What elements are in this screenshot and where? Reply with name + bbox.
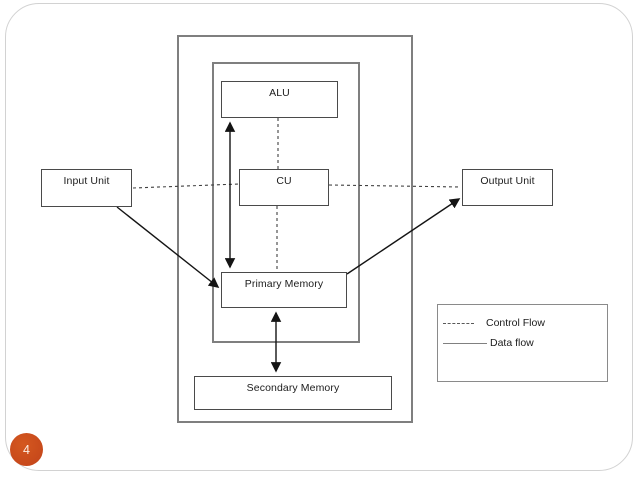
primary-memory-box: Primary Memory — [221, 272, 347, 308]
data-flow-line-swatch — [443, 342, 487, 344]
secondary-memory-box: Secondary Memory — [194, 376, 392, 410]
data-flow-input-unit-to-primary-memory — [116, 206, 220, 288]
control-flow-line-swatch — [443, 322, 474, 324]
alu-box: ALU — [221, 81, 338, 118]
control-flow-cu-to-output-unit — [328, 184, 462, 188]
data-flow-label: Data flow — [490, 337, 534, 349]
legend-row-control-flow: Control Flow — [443, 313, 607, 333]
output-unit-label: Output Unit — [480, 175, 535, 187]
control-flow-input-unit-to-cu — [132, 183, 240, 189]
output-unit-box: Output Unit — [462, 169, 553, 206]
input-unit-label: Input Unit — [63, 175, 110, 187]
page-number: 4 — [23, 442, 30, 457]
cpu-boundary-rect — [212, 62, 360, 343]
input-unit-box: Input Unit — [41, 169, 132, 207]
legend-row-data-flow: Data flow — [443, 333, 607, 353]
primary-memory-label: Primary Memory — [244, 278, 324, 290]
cu-label: CU — [276, 175, 292, 187]
page-number-badge: 4 — [10, 433, 43, 466]
secondary-memory-label: Secondary Memory — [246, 382, 340, 394]
alu-label: ALU — [269, 87, 290, 99]
cu-box: CU — [239, 169, 329, 206]
data-flow-primary-memory-to-output-unit — [346, 198, 461, 275]
slide-frame-border — [5, 3, 633, 471]
system-boundary-rect — [177, 35, 413, 423]
control-flow-label: Control Flow — [486, 317, 545, 329]
legend-box: Control Flow Data flow — [437, 304, 608, 382]
